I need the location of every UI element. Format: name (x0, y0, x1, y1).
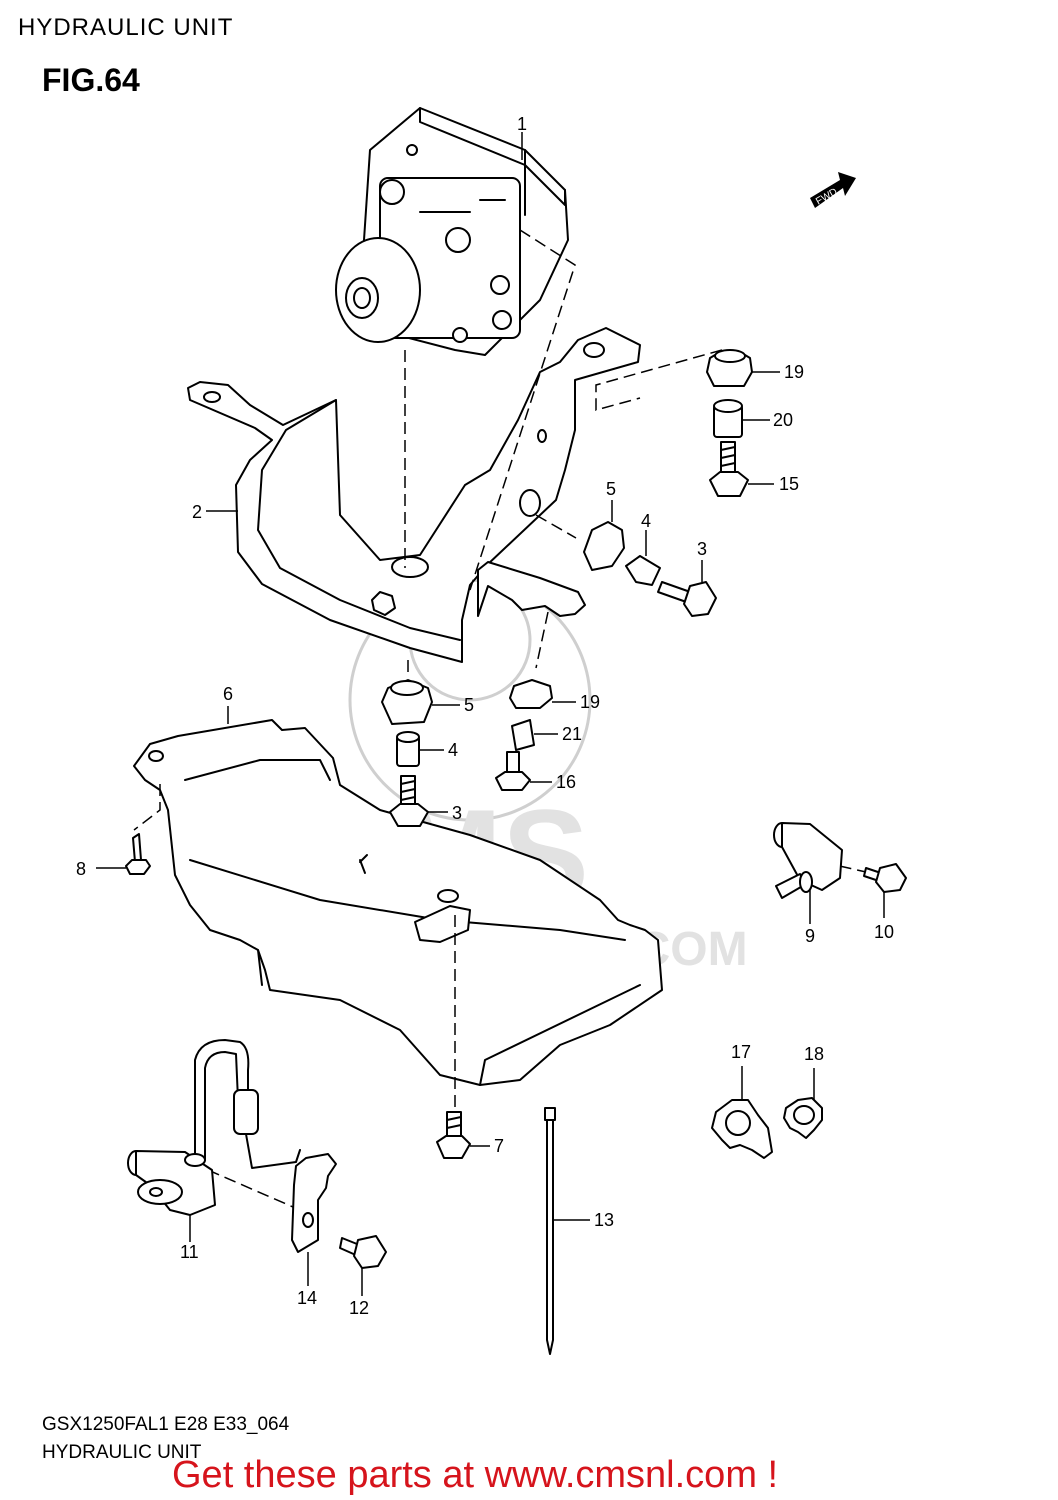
callout-8: 8 (76, 859, 86, 879)
page-header-title: HYDRAULIC UNIT (18, 14, 234, 41)
callout-13: 13 (594, 1210, 614, 1230)
callout-15: 15 (779, 474, 799, 494)
sensor-part-11 (127, 1039, 301, 1216)
callout-11: 11 (180, 1242, 199, 1262)
assembly-reference-lines (133, 229, 867, 1211)
bolt-part-3-upper (657, 581, 717, 617)
callout-21: 21 (562, 724, 582, 744)
callout-3-upper: 3 (697, 539, 707, 559)
callout-17: 17 (731, 1042, 751, 1062)
cover-part-6 (133, 719, 663, 1086)
bolt-part-12 (339, 1235, 387, 1269)
clamp-part-14 (291, 1153, 337, 1253)
bolt-part-10 (863, 863, 907, 893)
figure-number: FIG.64 (42, 62, 140, 98)
diagram-caption: HYDRAULIC UNIT (42, 1442, 202, 1463)
screw-part-8 (125, 833, 151, 875)
callout-7: 7 (494, 1136, 504, 1156)
grommet-part-5-lower (381, 679, 433, 725)
callout-2: 2 (192, 502, 202, 522)
grommet-part-19-lower (509, 679, 553, 709)
clip-part-17 (711, 1099, 773, 1159)
bolt-part-15 (709, 441, 749, 497)
callout-1: 1 (517, 114, 527, 134)
clip-part-18 (783, 1097, 823, 1139)
sensor-part-9 (773, 822, 843, 899)
promo-banner-link[interactable]: Get these parts at www.cmsnl.com ! (172, 1454, 779, 1496)
callout-12: 12 (349, 1298, 369, 1318)
bolt-part-7 (436, 1111, 471, 1159)
grommet-part-5-upper (583, 521, 625, 571)
fwd-label: FWD (814, 187, 839, 208)
callout-5-lower: 5 (464, 695, 474, 715)
grommet-part-19-upper (706, 349, 753, 387)
cable-tie-part-13 (544, 1107, 556, 1355)
collar-part-4-upper (625, 555, 661, 586)
callout-6: 6 (223, 684, 233, 704)
hydraulic-unit-part-1 (335, 107, 569, 356)
callout-9: 9 (805, 926, 815, 946)
callout-4-upper: 4 (641, 511, 651, 531)
callout-20: 20 (773, 410, 793, 430)
callout-19-upper: 19 (784, 362, 804, 382)
callout-numbers: 1 2 3 3 4 4 5 5 6 7 8 9 10 11 12 13 14 1… (76, 114, 894, 1318)
model-code-caption: GSX1250FAL1 E28 E33_064 (42, 1414, 290, 1435)
callout-10: 10 (874, 922, 894, 942)
collar-part-20 (713, 399, 743, 438)
callout-14: 14 (297, 1288, 317, 1308)
bolt-part-16 (495, 751, 531, 791)
collar-part-4-lower (396, 731, 420, 767)
collar-part-21 (511, 719, 535, 751)
callout-4-lower: 4 (448, 740, 458, 760)
callout-18: 18 (804, 1044, 824, 1064)
callout-5-upper: 5 (606, 479, 616, 499)
callout-3-lower: 3 (452, 803, 462, 823)
callout-16: 16 (556, 772, 576, 792)
bracket-part-2 (187, 327, 641, 663)
callout-leader-lines (96, 132, 885, 1296)
callout-19-lower: 19 (580, 692, 600, 712)
forward-direction-badge: FWD (810, 172, 856, 208)
bolt-part-3-lower (389, 775, 429, 827)
